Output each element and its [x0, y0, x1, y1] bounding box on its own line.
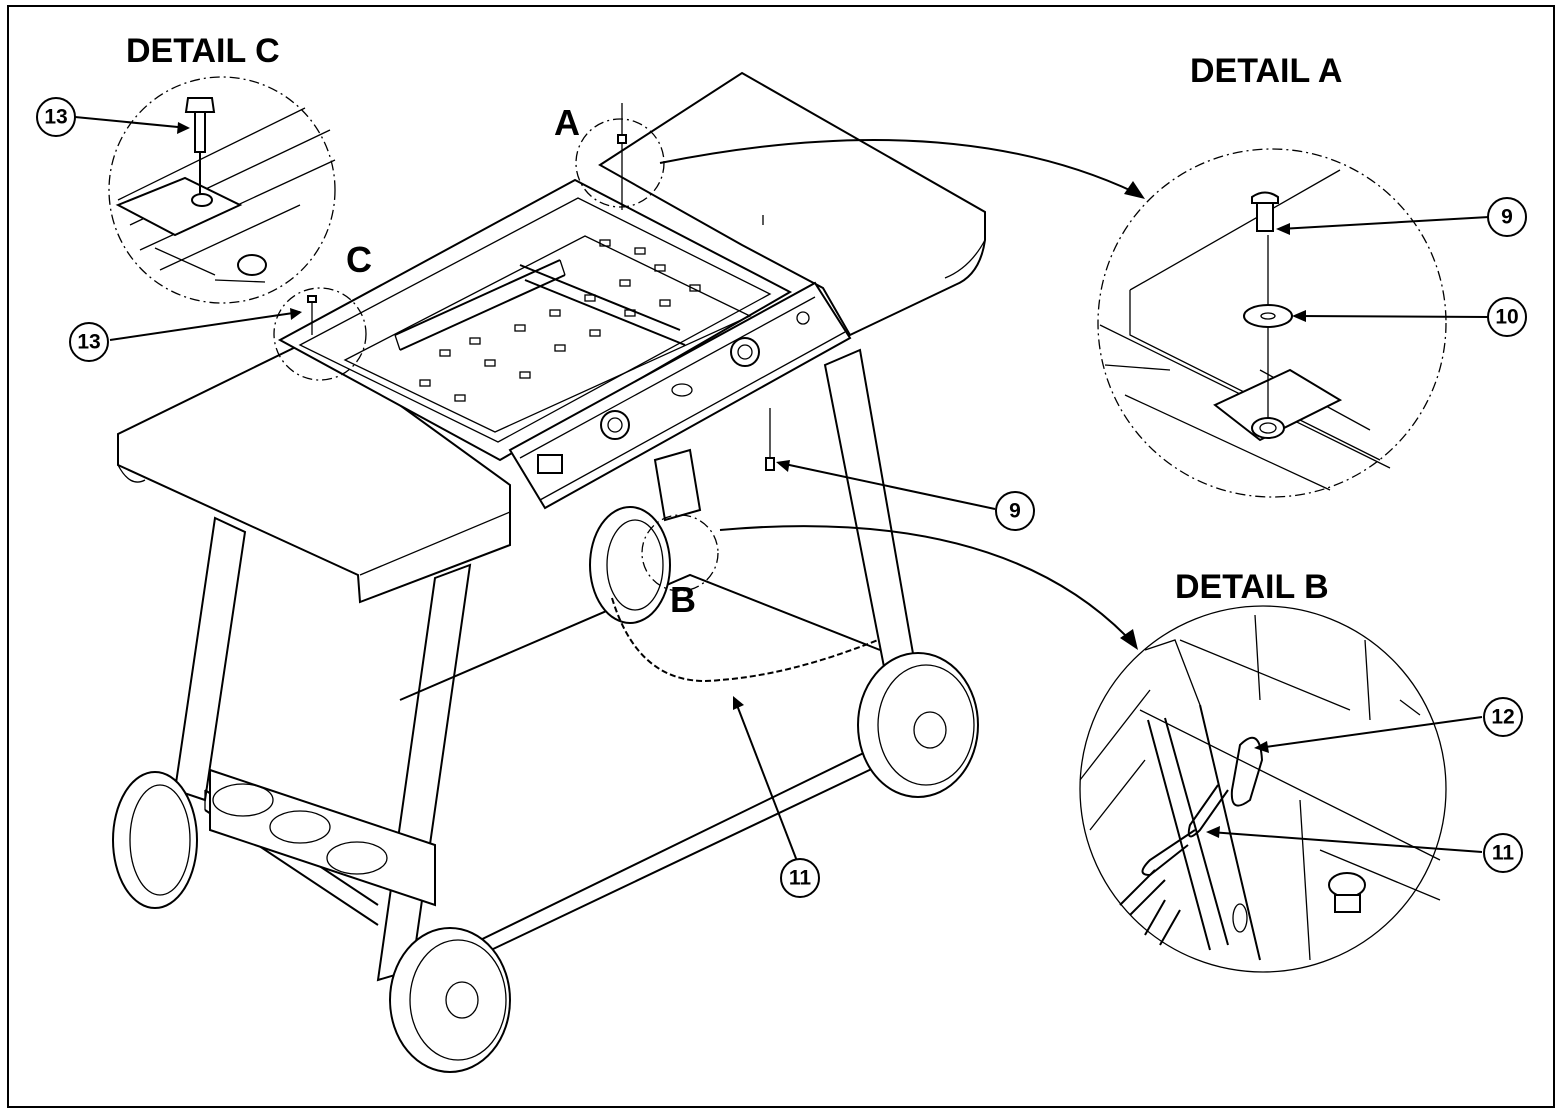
detail-b-title: DETAIL B: [1175, 568, 1329, 606]
callout-9-main: 9: [995, 491, 1035, 531]
callout-9-detail-a: 9: [1487, 197, 1527, 237]
callout-10-detail-a: 10: [1487, 297, 1527, 337]
detail-c-marker-circle: [273, 287, 367, 381]
callout-11-detail-b-number: 11: [1492, 842, 1515, 865]
callout-13-detail-c: 13: [36, 97, 76, 137]
detail-b-letter: B: [670, 579, 696, 620]
chain: [611, 597, 879, 682]
rear-right-wheel: [857, 652, 979, 798]
callout-13-main-number: 13: [77, 331, 100, 354]
detail-b-arrow: [719, 525, 1131, 641]
callout-12-detail-b: 12: [1483, 697, 1523, 737]
callout-12-detail-b-number: 12: [1491, 706, 1514, 729]
detail-a-view: [1097, 148, 1447, 498]
detail-b-marker-circle: [641, 514, 719, 592]
tank-wheel: [589, 506, 671, 624]
callout-13-main: 13: [69, 322, 109, 362]
detail-a-title: DETAIL A: [1190, 52, 1342, 90]
front-left-wheel: [389, 927, 511, 1073]
callout-9-main-number: 9: [1009, 500, 1021, 523]
callout-9-detail-a-number: 9: [1501, 206, 1513, 229]
detail-a-arrow: [659, 138, 1137, 194]
callout-11-detail-b: 11: [1483, 833, 1523, 873]
leader-arrowheads: [177, 122, 1306, 838]
detail-c-view: [108, 76, 336, 304]
callout-10-detail-a-number: 10: [1495, 306, 1518, 329]
callout-13-detail-c-number: 13: [44, 106, 67, 129]
detail-b-view: [1079, 605, 1447, 973]
leader-lines: [74, 116, 1490, 862]
rear-left-wheel: [112, 771, 198, 909]
grill-cart-drawing: [112, 71, 986, 1073]
frame-border: [7, 5, 1555, 1108]
detail-c-title: DETAIL C: [126, 32, 280, 70]
callout-11-main-number: 11: [789, 867, 812, 890]
detail-a-letter: A: [554, 102, 580, 143]
callout-11-main: 11: [780, 858, 820, 898]
detail-c-letter: C: [346, 239, 372, 280]
